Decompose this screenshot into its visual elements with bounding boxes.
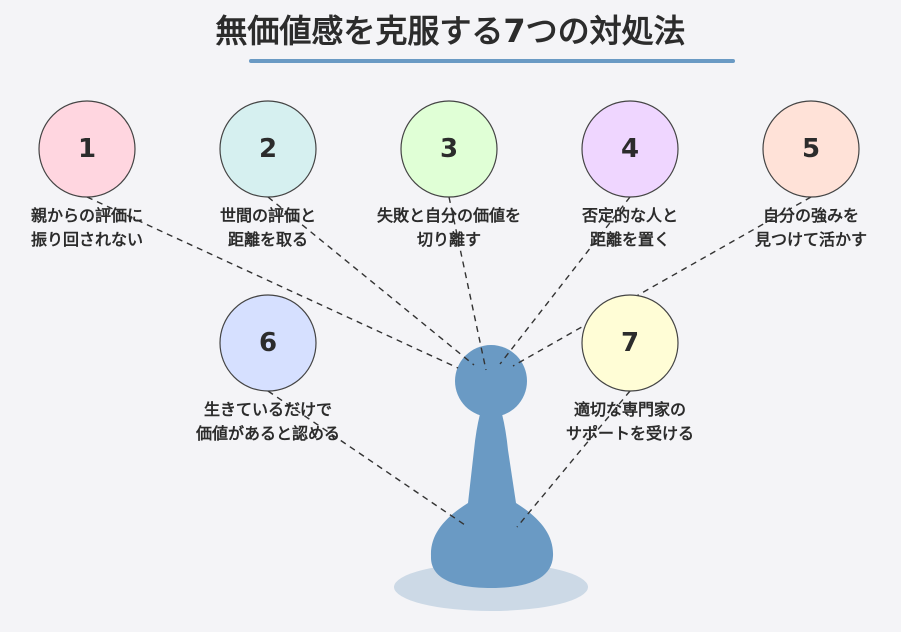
- step-number-6: 6: [258, 328, 278, 358]
- step-label-line2: 価値があると認める: [195, 424, 340, 443]
- step-label-3: 失敗と自分の価値を 切り離す: [349, 204, 549, 252]
- step-number-1: 1: [77, 134, 97, 164]
- step-circle-7: [581, 294, 679, 392]
- step-label-line2: 切り離す: [416, 230, 481, 249]
- step-number-4: 4: [620, 134, 640, 164]
- step-circle-3: [400, 100, 498, 198]
- step-label-line1: 否定的な人と: [581, 206, 678, 225]
- step-label-line1: 生きているだけで: [203, 400, 332, 419]
- step-number-3: 3: [439, 134, 459, 164]
- step-label-4: 否定的な人と 距離を置く: [530, 204, 730, 252]
- step-label-2: 世間の評価と 距離を取る: [168, 204, 368, 252]
- step-number-2: 2: [258, 134, 278, 164]
- step-circle-6: [219, 294, 317, 392]
- connector-6: [267, 390, 466, 526]
- step-label-line1: 自分の強みを: [762, 206, 859, 225]
- step-circle-1: [38, 100, 136, 198]
- connector-3: [448, 196, 487, 371]
- step-label-line2: 見つけて活かす: [754, 230, 867, 249]
- step-circle-2: [219, 100, 317, 198]
- pawn-person-icon: [430, 345, 554, 588]
- step-label-line2: 距離を取る: [227, 230, 308, 249]
- step-label-line1: 親からの評価に: [30, 206, 143, 225]
- page-title: 無価値感を克服する7つの対処法: [215, 12, 686, 50]
- step-label-line1: 世間の評価と: [219, 206, 316, 225]
- title-underline: [249, 59, 735, 63]
- connector-5: [512, 196, 812, 367]
- step-label-line1: 失敗と自分の価値を: [376, 206, 521, 225]
- step-label-line1: 適切な専門家の: [573, 400, 686, 419]
- step-circle-5: [762, 100, 860, 198]
- step-label-7: 適切な専門家の サポートを受ける: [530, 398, 730, 446]
- step-label-line2: サポートを受ける: [565, 424, 694, 443]
- step-number-7: 7: [620, 328, 640, 358]
- step-label-line2: 距離を置く: [589, 230, 670, 249]
- step-number-5: 5: [801, 134, 821, 164]
- step-label-1: 親からの評価に 振り回されない: [0, 204, 187, 252]
- step-label-6: 生きているだけで 価値があると認める: [168, 398, 368, 446]
- step-label-line2: 振り回されない: [30, 230, 143, 249]
- connector-2: [267, 196, 475, 366]
- connector-1: [86, 196, 459, 369]
- connector-lines: [86, 196, 812, 528]
- step-label-5: 自分の強みを 見つけて活かす: [711, 204, 901, 252]
- step-circle-4: [581, 100, 679, 198]
- connector-4: [499, 196, 631, 365]
- connector-7: [516, 390, 631, 528]
